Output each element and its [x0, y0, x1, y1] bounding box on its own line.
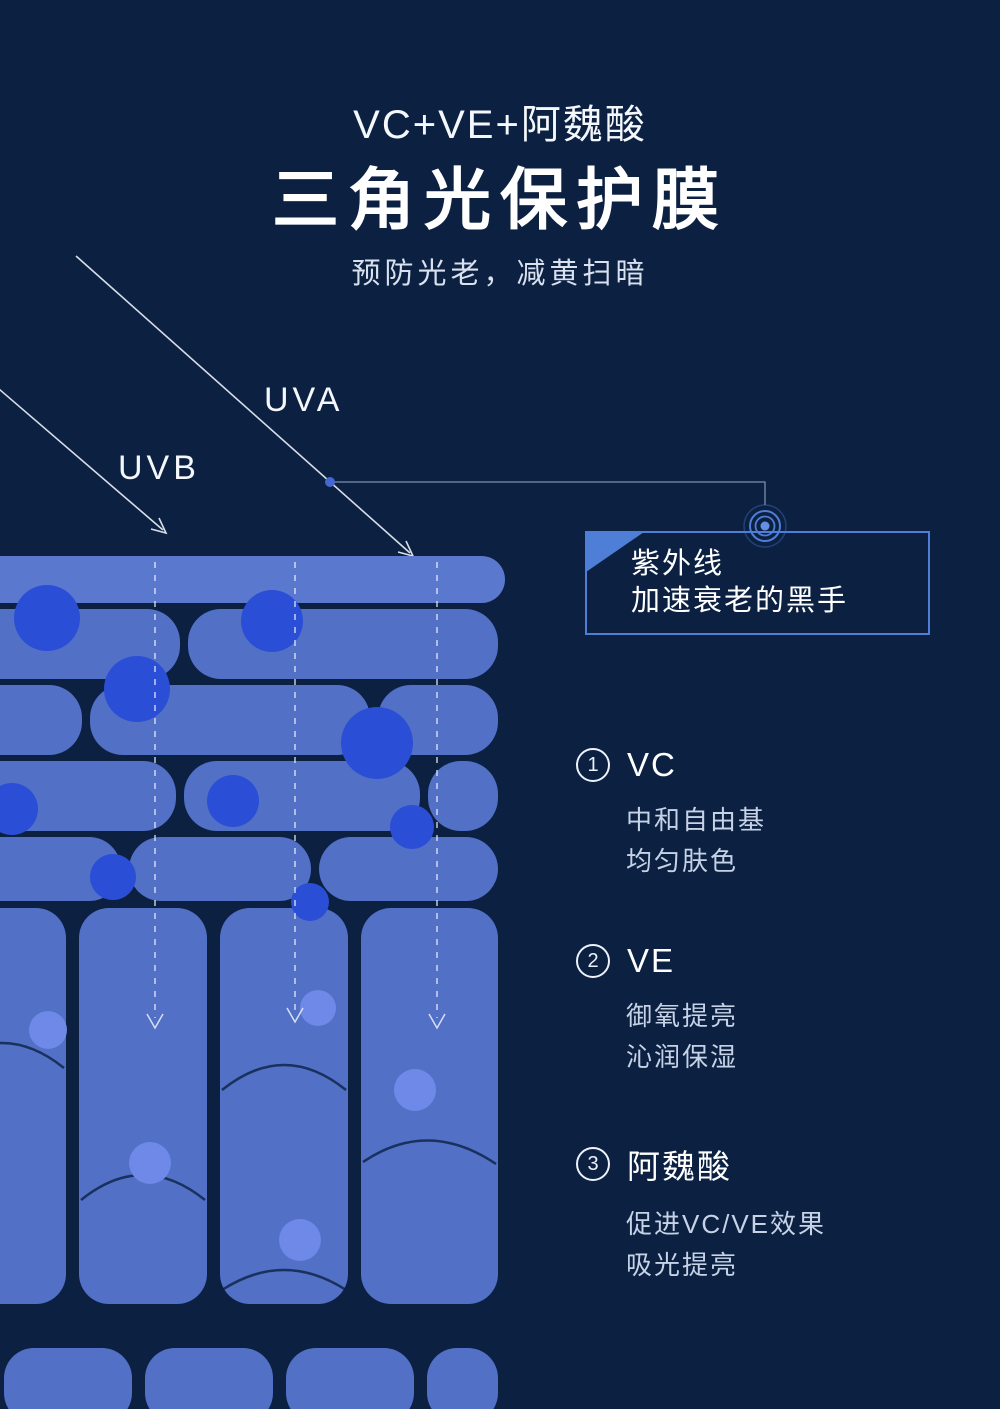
- ingredient-item-vc: 1 VC 中和自由基 均匀肤色: [576, 746, 766, 882]
- cell-nucleus-icon: [394, 1069, 436, 1111]
- free-radical-icon: [14, 585, 80, 651]
- ingredient-desc-line: 促进VC/VE效果: [626, 1209, 827, 1239]
- free-radical-icon: [390, 805, 434, 849]
- free-radical-icon: [241, 590, 303, 652]
- down-arrowhead-icon: [286, 1007, 304, 1024]
- cell-nucleus-icon: [129, 1142, 171, 1184]
- free-radical-icon: [207, 775, 259, 827]
- callout-text: 紫外线 加速衰老的黑手: [631, 546, 848, 620]
- uv-callout-box: 紫外线 加速衰老的黑手: [585, 531, 930, 635]
- number-badge: 1: [576, 748, 610, 782]
- page-title: 三角光保护膜: [272, 164, 728, 238]
- ingredient-desc-line: 沁润保湿: [626, 1042, 739, 1072]
- uvb-label: UVB: [118, 449, 200, 487]
- ingredient-name: 阿魏酸: [627, 1148, 732, 1185]
- ingredient-name: VC: [627, 746, 677, 783]
- ingredient-desc-line: 御氧提亮: [626, 1001, 739, 1031]
- free-radical-dots: [0, 585, 434, 921]
- corner-triangle-icon: [586, 532, 644, 572]
- cell-nucleus-icon: [29, 1011, 67, 1049]
- cell-nucleus-icon: [279, 1219, 321, 1261]
- ingredient-item-ferulic-acid: 3 阿魏酸 促进VC/VE效果 吸光提亮: [576, 1140, 826, 1286]
- uva-ray-arrow-icon: [75, 255, 415, 558]
- ingredient-desc-line: 中和自由基: [626, 805, 767, 835]
- down-arrowhead-icon: [146, 1013, 164, 1030]
- kicker-text: VC+VE+阿魏酸: [353, 103, 647, 147]
- ingredient-item-ve: 2 VE 御氧提亮 沁润保湿: [576, 942, 738, 1078]
- uva-label: UVA: [264, 381, 344, 419]
- number-badge: 2: [576, 944, 610, 978]
- skin-cell-rows: [0, 609, 498, 901]
- page-subtitle: 预防光老，减黄扫暗: [351, 258, 649, 290]
- ingredient-desc-line: 均匀肤色: [626, 846, 739, 876]
- free-radical-icon: [104, 656, 170, 722]
- callout-line1: 紫外线: [631, 548, 725, 580]
- callout-line2: 加速衰老的黑手: [631, 585, 849, 617]
- cell-nucleus-icon: [300, 990, 336, 1026]
- uvb-ray-arrow-icon: [0, 388, 168, 535]
- connector-dot-icon: [325, 477, 335, 487]
- cell-nucleus-dots: [29, 990, 436, 1261]
- free-radical-icon: [90, 854, 136, 900]
- free-radical-icon: [341, 707, 413, 779]
- down-arrowhead-icon: [428, 1013, 446, 1030]
- skin-lower-row: [4, 1348, 498, 1409]
- skin-top-layer: [0, 556, 505, 603]
- callout-connector-line: [325, 477, 766, 505]
- dashed-penetration-arrows: [146, 562, 446, 1030]
- free-radical-icon: [291, 883, 329, 921]
- ingredient-name: VE: [627, 942, 676, 979]
- number-badge: 3: [576, 1147, 610, 1181]
- target-ripple-icon: [743, 504, 787, 548]
- ingredient-desc-line: 吸光提亮: [626, 1250, 739, 1280]
- free-radical-icon: [0, 783, 38, 835]
